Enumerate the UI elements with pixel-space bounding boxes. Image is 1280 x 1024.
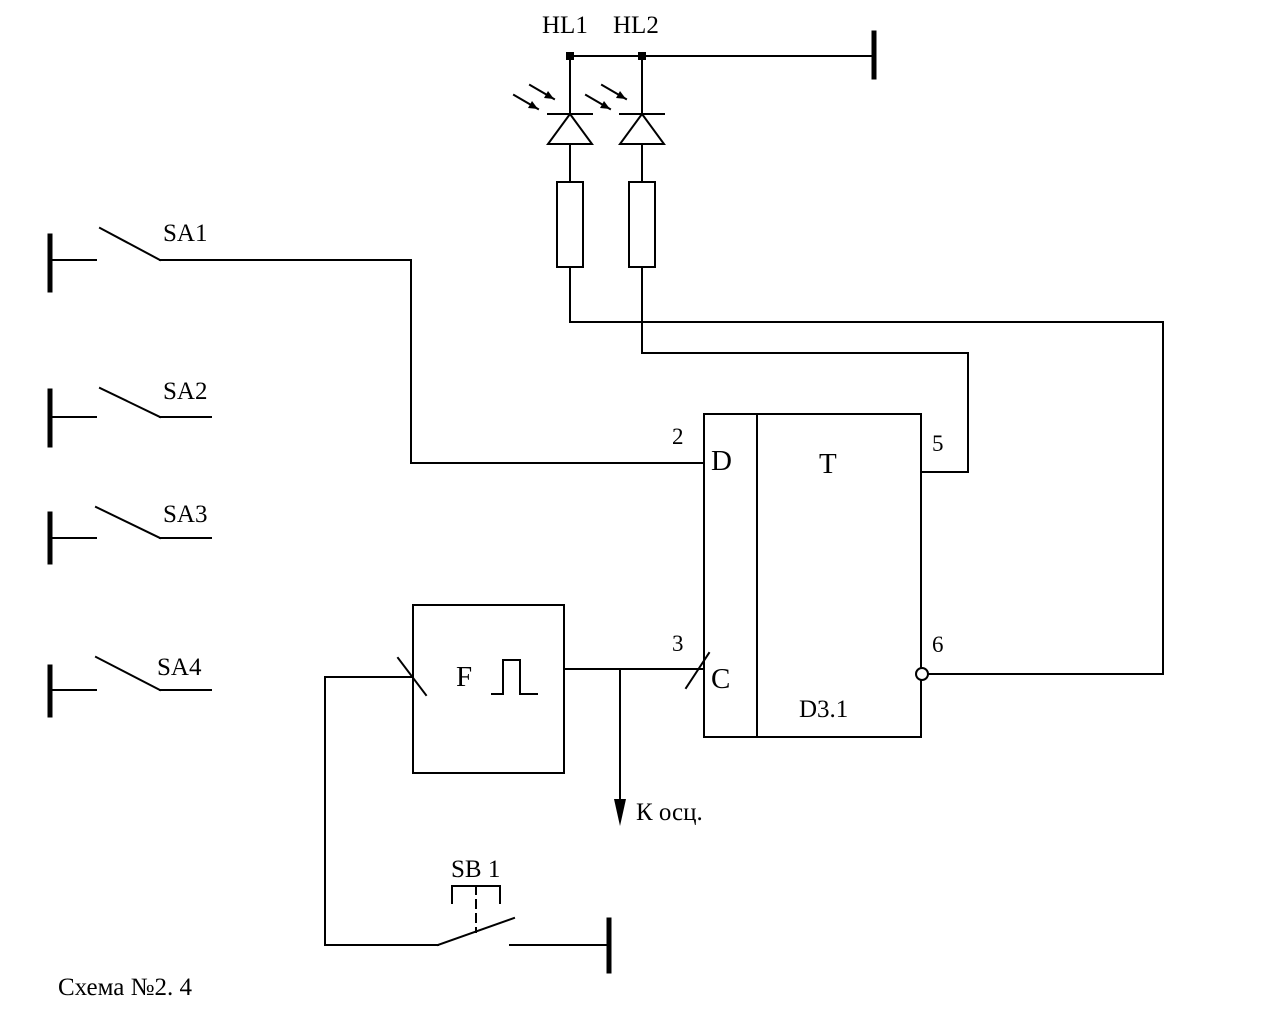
switch-sa2	[47, 386, 212, 448]
label-oscilloscope: К осц.	[636, 799, 703, 826]
led-hl1	[512, 55, 594, 323]
label-d3-1: D3.1	[799, 696, 848, 723]
label-sa2: SA2	[163, 378, 207, 405]
label-t: T	[819, 448, 837, 480]
wire-sa1-d	[410, 259, 705, 464]
label-hl1: HL1	[542, 12, 588, 39]
switch-sa1	[47, 226, 412, 293]
pushbutton-sb1	[436, 885, 612, 974]
label-sa3: SA3	[163, 501, 207, 528]
resistor-hl1	[556, 181, 584, 268]
label-sa1: SA1	[163, 220, 207, 247]
switch-sa3	[47, 505, 212, 565]
inverted-output-bubble	[915, 667, 929, 681]
switch-sa4	[47, 655, 212, 718]
led-hl2	[584, 55, 666, 354]
wire-hl1-q-inverted	[569, 321, 1164, 675]
flip-flop-d3-1	[684, 413, 929, 738]
pulse-icon	[491, 659, 538, 695]
wire-sb1-to-f	[324, 676, 439, 946]
label-pin-5: 5	[932, 431, 944, 456]
label-sb1: SB 1	[451, 856, 500, 883]
arrow-down-icon	[614, 799, 626, 826]
label-sa4: SA4	[157, 654, 202, 681]
label-d: D	[711, 445, 732, 477]
label-f: F	[456, 661, 472, 693]
label-hl2: HL2	[613, 12, 659, 39]
caption: Схема №2. 4	[58, 974, 192, 1001]
led-rail	[566, 30, 877, 80]
label-c: C	[711, 663, 730, 695]
label-pin-6: 6	[932, 632, 944, 657]
resistor-hl2	[628, 181, 656, 268]
label-pin-3: 3	[672, 631, 684, 656]
wire-hl2-q	[641, 352, 969, 473]
pulse-generator	[396, 604, 565, 774]
label-pin-2: 2	[672, 424, 684, 449]
